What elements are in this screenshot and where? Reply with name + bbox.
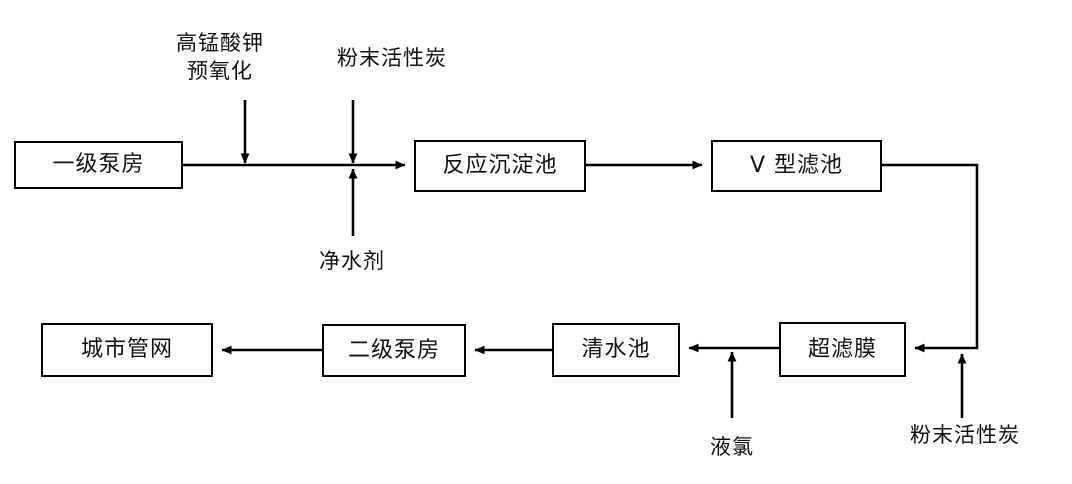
node-label: 超滤膜 [807, 336, 877, 362]
connector-filter-to-ultrafiltration [882, 163, 979, 353]
node-label: 清水池 [581, 337, 651, 362]
node-reaction-sedimentation-tank[interactable]: 反应沉淀池 [414, 140, 586, 192]
caption-powdered-activated-carbon-bottom: 粉末活性炭 [910, 422, 1020, 450]
node-label: V 型滤池 [749, 153, 844, 178]
caption-powdered-activated-carbon-top: 粉末活性炭 [337, 45, 447, 73]
caption-line: 液氯 [710, 435, 754, 459]
caption-line: 粉末活性炭 [910, 423, 1020, 447]
node-primary-pump-house[interactable]: 一级泵房 [14, 141, 183, 189]
node-label: 二级泵房 [347, 337, 440, 363]
node-label: 一级泵房 [52, 152, 145, 177]
node-label: 反应沉淀池 [442, 153, 558, 178]
node-secondary-pump-house[interactable]: 二级泵房 [322, 324, 466, 377]
caption-line: 高锰酸钾 [176, 31, 264, 55]
caption-liquid-chlorine: 液氯 [710, 434, 754, 462]
caption-potassium-permanganate: 高锰酸钾 预氧化 [176, 30, 264, 85]
node-v-type-filter[interactable]: V 型滤池 [711, 140, 882, 192]
node-clear-water-tank[interactable]: 清水池 [552, 323, 680, 377]
caption-line: 粉末活性炭 [337, 46, 447, 70]
caption-water-purifier: 净水剂 [319, 248, 385, 276]
caption-line: 预氧化 [187, 58, 253, 83]
node-label: 城市管网 [80, 337, 173, 362]
node-ultrafiltration-membrane[interactable]: 超滤膜 [779, 322, 906, 377]
caption-line: 净水剂 [319, 249, 385, 273]
node-city-pipe-network[interactable]: 城市管网 [41, 323, 213, 377]
